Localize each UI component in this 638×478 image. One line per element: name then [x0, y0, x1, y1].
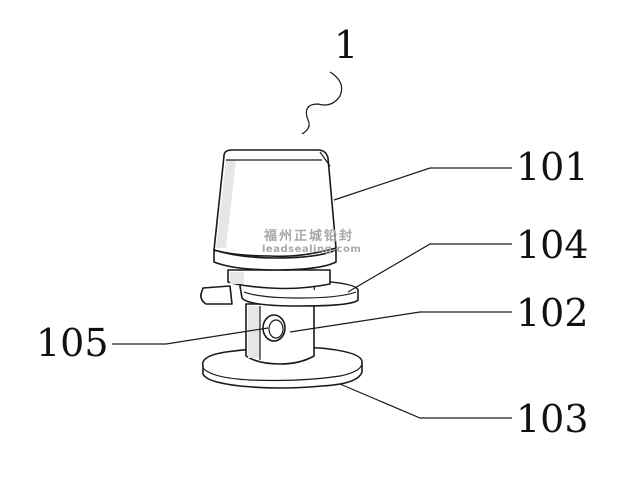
leader-1 — [301, 71, 343, 135]
label-103: 103 — [516, 397, 589, 441]
label-104: 104 — [516, 223, 589, 267]
base-plate — [201, 346, 363, 389]
neck — [227, 269, 331, 290]
leader-105 — [112, 327, 269, 345]
watermark: 福州正城铅封 leadsealing.com — [262, 228, 361, 255]
watermark-line1: 福州正城铅封 — [263, 228, 354, 244]
leader-103 — [339, 383, 512, 419]
label-101: 101 — [516, 145, 589, 189]
stem-hole — [262, 314, 286, 342]
cap — [213, 149, 337, 271]
leader-102 — [289, 311, 512, 333]
watermark-line2: leadsealing.com — [262, 244, 361, 255]
label-105: 105 — [36, 321, 109, 365]
leader-104 — [347, 243, 512, 293]
leader-101 — [333, 167, 512, 201]
label-102: 102 — [516, 291, 589, 335]
label-1: 1 — [334, 23, 358, 67]
